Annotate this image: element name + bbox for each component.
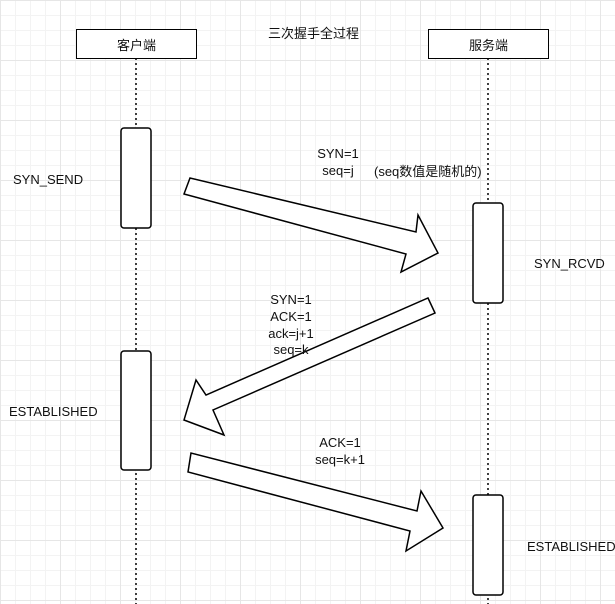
client-activation-2 [120, 350, 152, 471]
server-activation-1 [472, 202, 504, 304]
client-participant-box: 客户端 [76, 29, 197, 59]
server-state-syn-rcvd: SYN_RCVD [534, 256, 605, 271]
m1-seq-label: seq=j [322, 163, 354, 178]
syn-ack-arrow [183, 297, 437, 437]
m1-syn-label: SYN=1 [317, 146, 359, 161]
m3-seq-label: seq=k+1 [315, 452, 365, 467]
diagram-title: 三次握手全过程 [268, 26, 360, 41]
server-activation-2 [472, 494, 504, 596]
m2-ack-num-label: ack=j+1 [268, 326, 314, 341]
m2-ack-flag-label: ACK=1 [270, 309, 312, 324]
client-activation-1 [120, 127, 152, 229]
m2-seq-label: seq=k [273, 342, 309, 357]
m1-note: (seq数值是随机的) [374, 164, 482, 179]
m3-ack-label: ACK=1 [319, 435, 361, 450]
client-state-syn-send: SYN_SEND [13, 172, 84, 187]
client-state-established: ESTABLISHED [9, 404, 98, 419]
ack-arrow [187, 452, 445, 553]
server-participant-box: 服务端 [428, 29, 549, 59]
server-state-established: ESTABLISHED [527, 539, 615, 554]
syn-arrow [183, 177, 440, 274]
m2-syn-label: SYN=1 [270, 292, 312, 307]
